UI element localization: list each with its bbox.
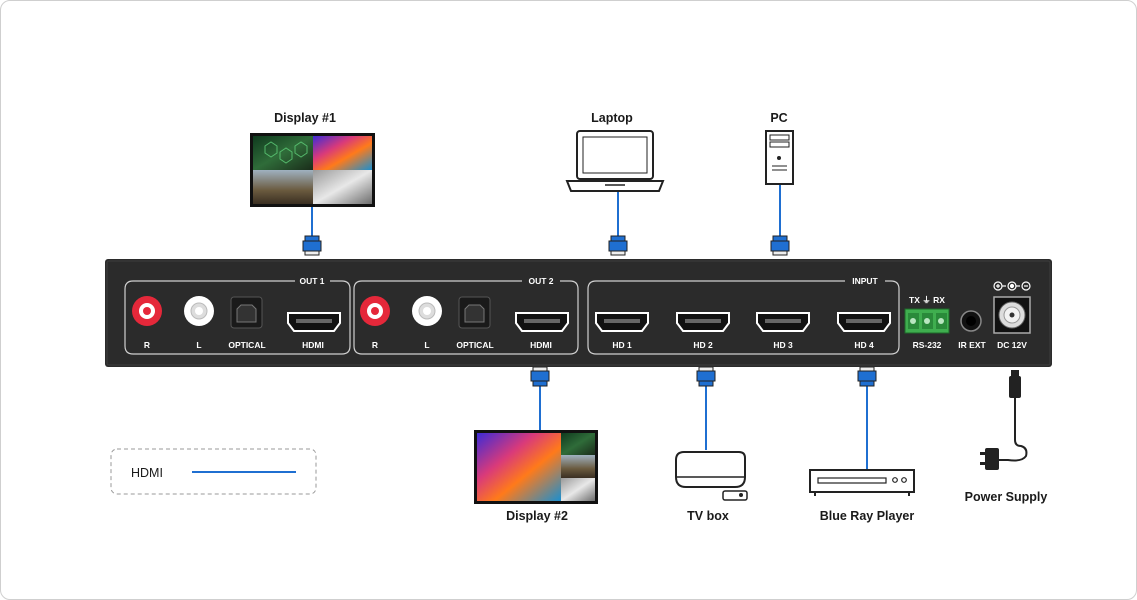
dc-polarity-icon <box>993 281 1031 291</box>
hd4-label: HD 4 <box>854 340 874 350</box>
out1-r-label: R <box>144 340 150 350</box>
out1-hdmi-label: HDMI <box>302 340 324 350</box>
input-hd1-port <box>595 312 649 332</box>
hd3-label: HD 3 <box>773 340 793 350</box>
connector-laptop <box>608 235 628 256</box>
out1-hdmi-port <box>287 312 341 332</box>
out1-optical-label: OPTICAL <box>228 340 265 350</box>
out2-optical-port <box>458 296 491 329</box>
dc-label: DC 12V <box>997 340 1027 350</box>
out1-rca-left <box>184 296 214 326</box>
out2-r-label: R <box>372 340 378 350</box>
dc-power-jack <box>993 296 1031 334</box>
out1-frame <box>124 280 351 355</box>
out2-rca-left <box>412 296 442 326</box>
txrx-label: TX ⏚ RX <box>909 295 945 305</box>
matrix-switch-panel: OUT 1 OUT 2 INPUT R L OPTICAL HDMI <box>105 259 1052 367</box>
out2-optical-label: OPTICAL <box>456 340 493 350</box>
connector-pc <box>770 235 790 256</box>
out1-optical-port <box>230 296 263 329</box>
connector-bluray <box>857 366 877 387</box>
out2-hdmi-label: HDMI <box>530 340 552 350</box>
display1-icon <box>250 133 375 207</box>
out2-label: OUT 2 <box>528 276 553 286</box>
bluray-player-icon <box>809 469 915 496</box>
hdmi-connectors <box>302 235 877 387</box>
power-supply-icon <box>980 370 1028 470</box>
input-label: INPUT <box>852 276 878 286</box>
tvbox-icon <box>675 451 748 501</box>
rs232-label: RS-232 <box>913 340 942 350</box>
display2-label: Display #2 <box>506 509 568 523</box>
pc-tower-icon <box>765 130 794 185</box>
tvbox-label: TV box <box>687 509 729 523</box>
laptop-label: Laptop <box>591 111 633 125</box>
out1-l-label: L <box>196 340 201 350</box>
input-hd2-port <box>676 312 730 332</box>
out2-frame <box>353 280 579 355</box>
out2-hdmi-port <box>515 312 569 332</box>
input-hd4-port <box>837 312 891 332</box>
power-supply-label: Power Supply <box>965 490 1048 504</box>
input-hd3-port <box>756 312 810 332</box>
display2-icon <box>474 430 598 504</box>
connector-tvbox <box>696 366 716 387</box>
laptop-icon <box>565 130 665 192</box>
display1-label: Display #1 <box>274 111 336 125</box>
legend-label: HDMI <box>131 466 163 480</box>
input-frame <box>587 280 900 355</box>
connector-display1 <box>302 235 322 256</box>
rs232-terminal <box>904 308 950 334</box>
out1-label: OUT 1 <box>299 276 324 286</box>
out2-rca-right <box>360 296 390 326</box>
out1-rca-right <box>132 296 162 326</box>
irext-label: IR EXT <box>958 340 986 350</box>
hdmi-cables <box>311 185 868 470</box>
pc-label: PC <box>770 111 787 125</box>
bluray-label: Blue Ray Player <box>820 509 915 523</box>
legend: HDMI <box>110 448 317 495</box>
hd1-label: HD 1 <box>612 340 632 350</box>
connector-display2 <box>530 366 550 387</box>
hd2-label: HD 2 <box>693 340 713 350</box>
out2-l-label: L <box>424 340 429 350</box>
ir-ext-jack <box>960 310 982 332</box>
